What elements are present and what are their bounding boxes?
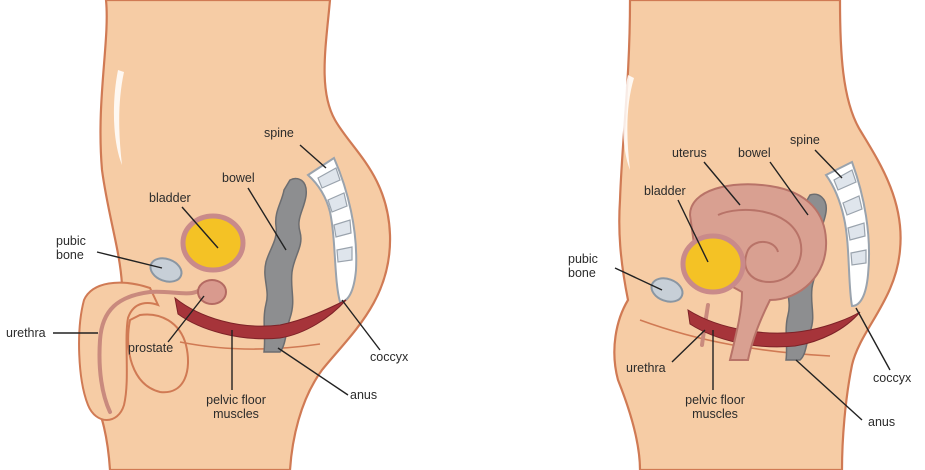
female-label-bladder: bladder: [644, 184, 686, 198]
male-spine-disc-4: [337, 247, 352, 262]
female-figure: [614, 0, 900, 470]
female-spine-disc-4: [851, 250, 866, 265]
female-bladder: [683, 236, 743, 292]
female-label-bowel: bowel: [738, 146, 771, 160]
female-label-pelvic-floor: pelvic floor muscles: [675, 393, 755, 422]
male-label-urethra: urethra: [6, 326, 46, 340]
male-label-anus: anus: [350, 388, 377, 402]
male-label-coccyx: coccyx: [370, 350, 408, 364]
female-label-pubic-bone: pubic bone: [568, 252, 598, 281]
female-label-anus: anus: [868, 415, 895, 429]
male-label-spine: spine: [264, 126, 294, 140]
male-label-bowel: bowel: [222, 171, 255, 185]
male-label-prostate: prostate: [128, 341, 173, 355]
male-label-pubic-bone: pubic bone: [56, 234, 86, 263]
male-prostate: [198, 280, 226, 304]
female-label-spine: spine: [790, 133, 820, 147]
female-label-coccyx: coccyx: [873, 371, 911, 385]
male-label-bladder: bladder: [149, 191, 191, 205]
male-label-pelvic-floor: pelvic floor muscles: [196, 393, 276, 422]
female-label-urethra: urethra: [626, 361, 666, 375]
female-label-uterus: uterus: [672, 146, 707, 160]
